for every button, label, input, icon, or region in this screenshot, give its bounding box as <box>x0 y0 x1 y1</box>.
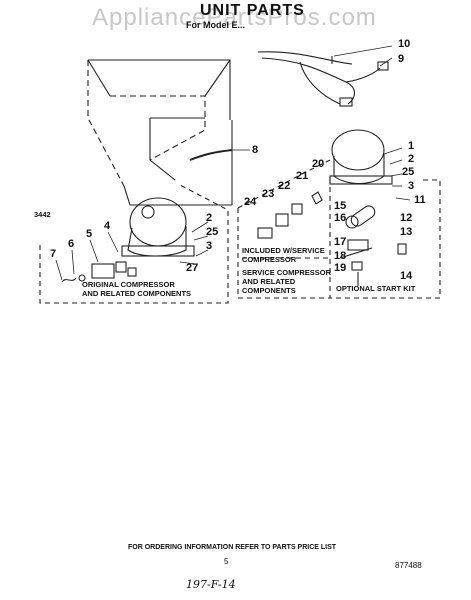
caption-original: ORIGINAL COMPRESSOR AND RELATED COMPONEN… <box>82 280 191 298</box>
page-title: UNIT PARTS <box>200 2 305 19</box>
caption-line: COMPONENTS <box>242 286 296 295</box>
optional-box <box>329 178 441 299</box>
caption-line: ORIGINAL COMPRESSOR <box>82 280 175 289</box>
callout-15: 15 <box>334 200 347 212</box>
callout-4: 4 <box>104 220 111 232</box>
drawing-number: 877488 <box>395 561 422 570</box>
cabinet-outline <box>87 59 233 206</box>
callout-9: 9 <box>398 53 405 65</box>
callout-11: 11 <box>414 194 426 206</box>
callout-1: 1 <box>408 140 415 152</box>
callout-6: 6 <box>68 238 75 250</box>
caption-included: INCLUDED W/SERVICE COMPRESSOR <box>242 246 325 264</box>
caption-optional: OPTIONAL START KIT <box>336 284 416 293</box>
caption-service: SERVICE COMPRESSOR AND RELATED COMPONENT… <box>242 268 331 295</box>
drain-tube <box>189 149 233 161</box>
watermark: AppliancePartsPros.com <box>92 4 377 31</box>
caption-line: AND RELATED COMPONENTS <box>82 289 192 298</box>
callout-19: 19 <box>334 262 347 274</box>
wiring-harness <box>257 51 389 107</box>
callout-3b: 3 <box>206 240 213 252</box>
leader-lines <box>55 45 411 281</box>
box-note: 3442 <box>34 210 51 219</box>
callout-23: 23 <box>262 188 275 200</box>
page-number: 5 <box>224 557 229 566</box>
callout-22: 22 <box>278 180 291 192</box>
callout-20: 20 <box>312 158 325 170</box>
caption-line: SERVICE COMPRESSOR <box>242 268 332 277</box>
callout-13: 13 <box>400 226 413 238</box>
callout-8: 8 <box>252 144 259 156</box>
callout-5: 5 <box>86 228 93 240</box>
model-label: For Model E... <box>186 20 246 30</box>
callout-25b: 25 <box>206 226 219 238</box>
callout-17: 17 <box>334 236 347 248</box>
callout-3: 3 <box>408 180 415 192</box>
callout-27: 27 <box>186 262 199 274</box>
callout-7: 7 <box>50 248 57 260</box>
callout-24: 24 <box>244 196 257 208</box>
callout-2: 2 <box>408 153 415 165</box>
caption-line: COMPRESSOR <box>242 255 297 264</box>
start-kit-parts <box>339 205 407 286</box>
callout-2b: 2 <box>206 212 213 224</box>
original-relay <box>61 261 137 283</box>
service-group-box <box>237 208 330 299</box>
callout-14: 14 <box>400 270 413 282</box>
original-compressor <box>121 197 195 257</box>
callout-16: 16 <box>334 212 347 224</box>
handwritten-note: 197-F-14 <box>186 578 236 591</box>
original-group-box <box>39 184 229 304</box>
callout-21: 21 <box>296 170 309 182</box>
callout-18: 18 <box>334 250 347 262</box>
callout-10: 10 <box>398 38 411 50</box>
service-small-parts <box>257 191 323 239</box>
callout-25: 25 <box>402 166 415 178</box>
ordering-note: FOR ORDERING INFORMATION REFER TO PARTS … <box>128 544 337 551</box>
caption-line: INCLUDED W/SERVICE <box>242 246 325 255</box>
caption-line: AND RELATED <box>242 277 296 286</box>
callout-12: 12 <box>400 212 413 224</box>
service-compressor <box>329 129 393 185</box>
